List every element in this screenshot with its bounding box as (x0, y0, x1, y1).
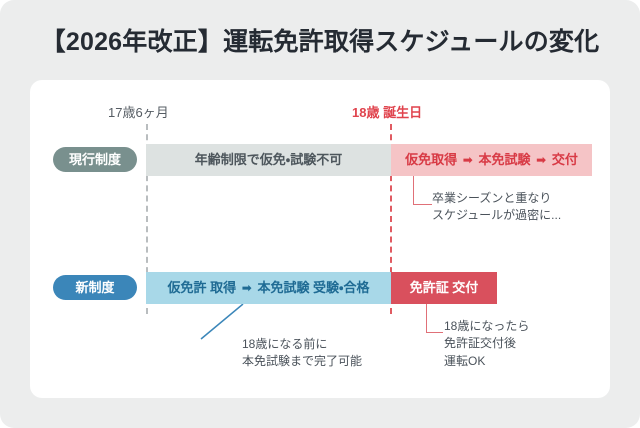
page-title: 【2026年改正】運転免許取得スケジュールの変化 (40, 28, 600, 56)
marker-line-age-17-6m (146, 124, 148, 314)
bar-current-active: 仮免取得 ➡ 本免試験 ➡ 交付 (391, 144, 592, 176)
note-new-issue: 18歳になったら 免許証交付後 運転OK (444, 318, 529, 370)
bar-current-active-part-1: 仮免取得 (405, 152, 458, 167)
content-card (30, 80, 610, 398)
connector-new-pre18-note (200, 304, 244, 340)
bar-new-pre18-part-1: 仮免許 取得 (167, 280, 237, 295)
row-badge-current-system: 現行制度 (53, 147, 137, 172)
bar-new-pre18-part-2: 本免試験 受験・合格 (257, 280, 370, 295)
bar-new-pre18: 仮免許 取得 ➡ 本免試験 受験・合格 (146, 272, 391, 304)
bar-new-issue: 免許証 交付 (391, 272, 497, 304)
bar-current-blocked: 年齢制限で仮免・試験不可 (146, 144, 391, 176)
note-new-issue-line-2: 免許証交付後 (444, 336, 517, 351)
arrow-right-icon: ➡ (462, 153, 473, 167)
connector-current-note (413, 176, 432, 205)
marker-line-age-18-birthday (390, 124, 392, 314)
arrow-right-icon: ➡ (536, 153, 547, 167)
marker-label-age-17-6m: 17歳6ヶ月 (108, 105, 169, 120)
bar-current-active-part-2: 本免試験 (478, 152, 531, 167)
note-current-line-2: スケジュールが過密に... (432, 208, 562, 223)
note-new-pre18-line-1: 18歳になる前に (242, 337, 328, 351)
note-current-system: 卒業シーズンと重なり スケジュールが過密に... (432, 190, 561, 225)
note-current-line-1: 卒業シーズンと重なり (432, 191, 552, 205)
note-new-pre18: 18歳になる前に 本免試験まで完了可能 (242, 336, 362, 371)
note-new-issue-line-1: 18歳になったら (444, 319, 530, 333)
note-new-issue-line-3: 運転OK (444, 353, 486, 368)
bar-current-active-part-3: 交付 (551, 152, 578, 167)
row-badge-new-system: 新制度 (53, 275, 137, 300)
arrow-right-icon: ➡ (241, 281, 252, 295)
note-new-pre18-line-2: 本免試験まで完了可能 (242, 354, 363, 369)
connector-new-issue-note (426, 304, 443, 333)
marker-label-age-18-birthday: 18歳 誕生日 (352, 105, 423, 120)
